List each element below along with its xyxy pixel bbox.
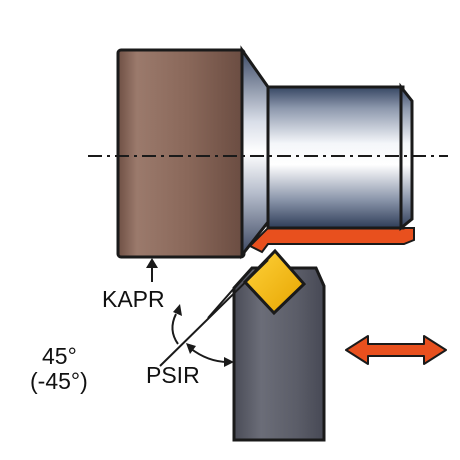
workpiece-body [116,48,246,259]
feed-direction-icon [345,335,447,365]
kapr-label: KAPR [102,286,165,312]
workpiece-end-chamfer [399,82,414,232]
angle-negative-label: (-45°) [30,368,88,394]
angle-label: 45° [42,343,77,369]
tool-shank [232,266,326,442]
workpiece [116,45,415,260]
kapr-leader [146,258,158,282]
angle-construction [159,259,269,367]
workpiece-shaft [266,85,405,230]
machined-surface [248,227,415,254]
psir-label: PSIR [146,362,200,388]
workpiece-taper [240,45,270,260]
